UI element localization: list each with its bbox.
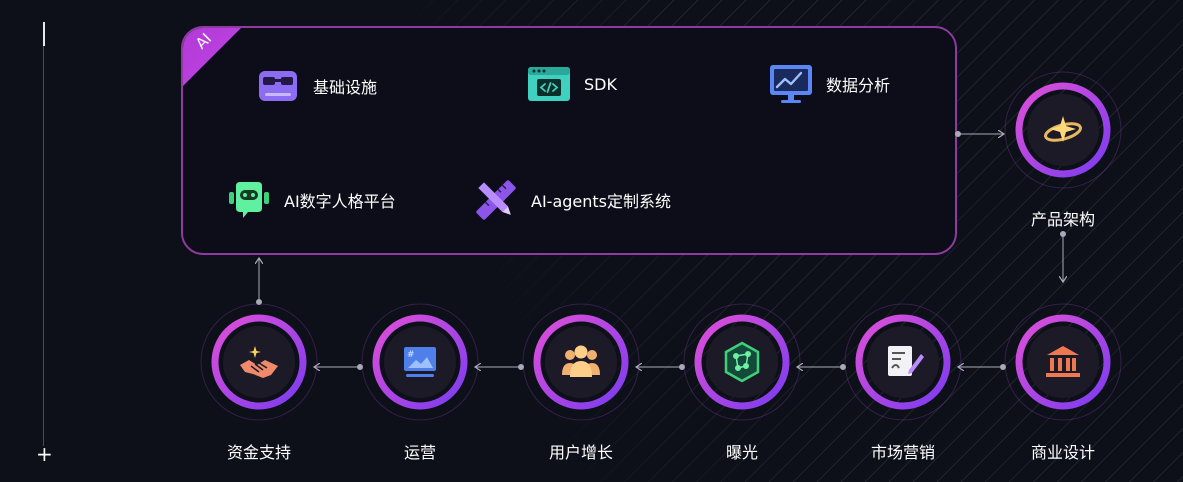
- image-board-icon: #: [404, 347, 436, 377]
- feature-label: 数据分析: [826, 76, 891, 95]
- side-accent-line: [43, 22, 45, 46]
- node-business-design[interactable]: [1003, 302, 1123, 422]
- ruler-pencil-icon: [473, 180, 519, 220]
- handshake-icon: [240, 346, 278, 378]
- node-product-architecture[interactable]: [1003, 70, 1123, 190]
- feature-label: 基础设施: [313, 78, 378, 97]
- feature-label: AI-agents定制系统: [531, 192, 671, 211]
- chart-monitor-icon: [768, 64, 814, 104]
- network-hexagon-icon: [724, 341, 760, 383]
- connector-dot: [357, 364, 363, 370]
- robot-icon: [226, 180, 272, 220]
- feature-ai-persona[interactable]: AI数字人格平台: [226, 180, 396, 220]
- node-label: 产品架构: [1030, 210, 1095, 229]
- connector-dot: [955, 131, 961, 137]
- connector-dot: [840, 364, 846, 370]
- document-edit-icon: [888, 346, 924, 376]
- connector-dot: [1060, 231, 1066, 237]
- connector-dot: [256, 299, 262, 305]
- connector-dot: [679, 364, 685, 370]
- node-label: 资金支持: [226, 443, 291, 462]
- node-operation[interactable]: #: [360, 302, 480, 422]
- node-user-growth[interactable]: [521, 302, 641, 422]
- feature-sdk[interactable]: SDK: [526, 64, 617, 104]
- bank-icon: [1046, 346, 1080, 377]
- connector-dot: [518, 364, 524, 370]
- node-label: 用户增长: [548, 443, 613, 462]
- plus-icon: +: [36, 442, 53, 466]
- side-guide-line: [43, 46, 44, 446]
- connector-dot: [1000, 364, 1006, 370]
- ai-panel: AI 基础设施: [181, 26, 957, 255]
- feature-infrastructure[interactable]: 基础设施: [255, 66, 377, 106]
- node-label: 曝光: [725, 443, 758, 462]
- node-funding[interactable]: [199, 302, 319, 422]
- infrastructure-icon: [255, 66, 301, 106]
- node-marketing[interactable]: [843, 302, 963, 422]
- node-exposure[interactable]: [682, 302, 802, 422]
- feature-label: SDK: [584, 74, 617, 94]
- node-label: 商业设计: [1030, 443, 1095, 462]
- users-icon: [562, 345, 600, 377]
- svg-text:#: #: [407, 350, 415, 360]
- feature-label: AI数字人格平台: [284, 192, 396, 211]
- planet-sparkle-icon: [1044, 116, 1082, 142]
- feature-data-analysis[interactable]: 数据分析: [768, 64, 890, 104]
- node-label: 运营: [403, 443, 436, 462]
- feature-ai-agents[interactable]: AI-agents定制系统: [473, 180, 671, 220]
- node-label: 市场营销: [870, 443, 935, 462]
- code-window-icon: [526, 64, 572, 104]
